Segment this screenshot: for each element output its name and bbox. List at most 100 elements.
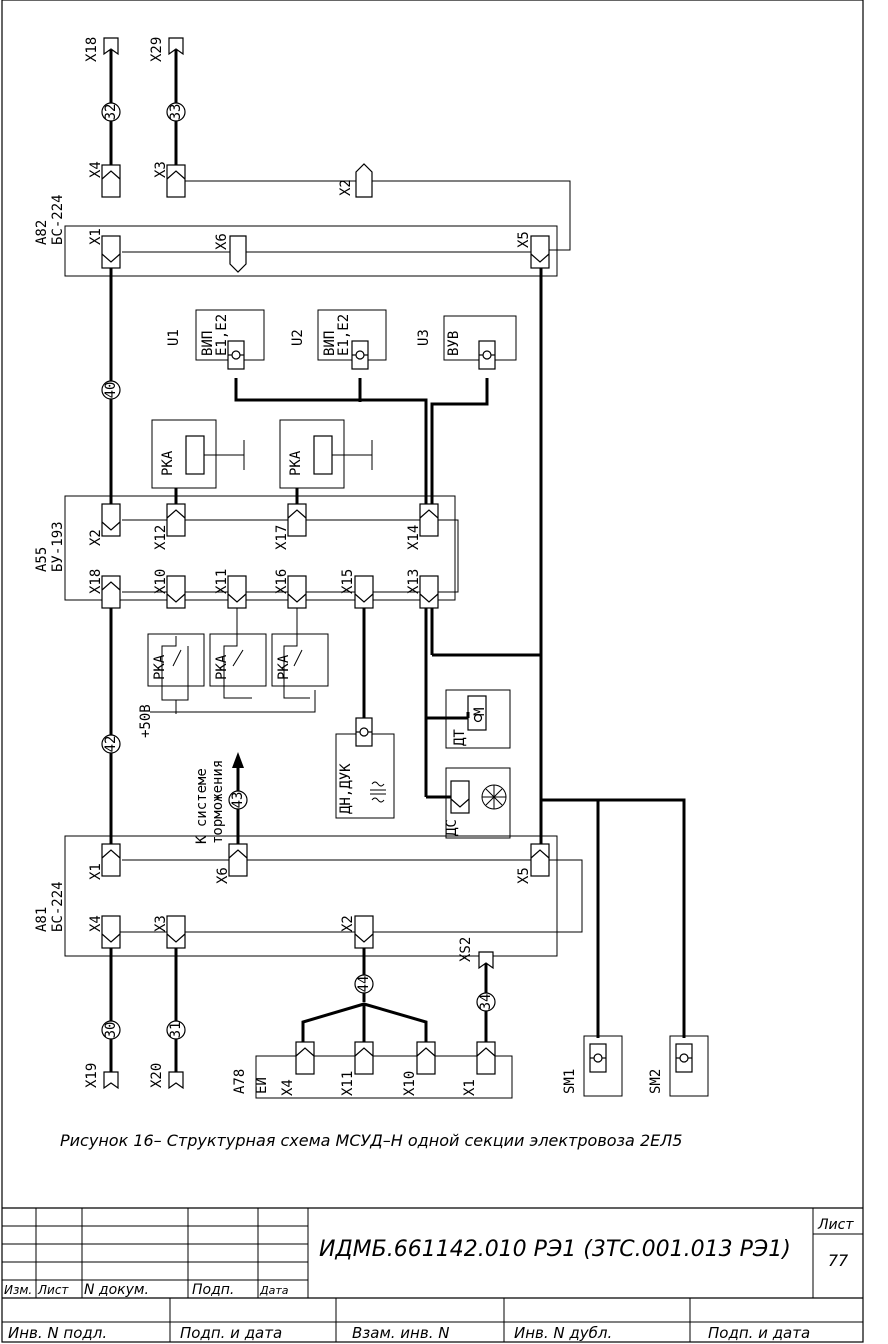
svg-text:X12: X12 xyxy=(153,525,169,550)
svg-text:ВУВ: ВУВ xyxy=(446,331,462,356)
ftr-sign1: Подп. и дата xyxy=(180,1324,282,1342)
svg-text:X18: X18 xyxy=(88,569,104,594)
arrow-head xyxy=(232,752,244,768)
svg-text:ВИП: ВИП xyxy=(322,331,338,356)
svg-text:X16: X16 xyxy=(274,569,290,594)
a81-ref: А81 xyxy=(34,907,50,932)
svg-text:X4: X4 xyxy=(88,915,104,932)
ext-x19: X19 xyxy=(84,1063,100,1088)
svg-text:U3: U3 xyxy=(416,329,432,346)
hdr-list: Лист xyxy=(37,1283,69,1297)
block-a82: А82 БС-224 X1 X4 X3 X2 X6 X5 xyxy=(34,161,558,277)
unit-u3: U3 ВУВ xyxy=(416,315,517,370)
cable-43: 43 xyxy=(230,792,246,809)
svg-text:РКА: РКА xyxy=(152,654,168,680)
svg-text:X15: X15 xyxy=(340,569,356,594)
relay-upper-2: РКА xyxy=(279,419,373,489)
brake-line2: торможения xyxy=(210,760,226,844)
svg-text:РКА: РКА xyxy=(288,450,304,476)
a82-x5: X5 xyxy=(516,231,532,248)
cable-40: 40 xyxy=(103,382,119,399)
svg-text:ДС: ДС xyxy=(444,819,460,836)
hdr-doc: N докум. xyxy=(84,1282,149,1298)
hdr-date: Дата xyxy=(259,1284,289,1297)
relay-lower-2: РКА xyxy=(209,633,267,687)
svg-text:ДН,ДУК: ДН,ДУК xyxy=(338,763,354,814)
svg-text:Е1,Е2: Е1,Е2 xyxy=(214,314,230,356)
title-block xyxy=(2,1207,863,1342)
a55-type: БУ-193 xyxy=(50,521,66,572)
a82-ref: А82 xyxy=(34,220,50,245)
thick-wires xyxy=(109,50,686,1074)
sensor-dn: ДН,ДУК xyxy=(335,717,395,819)
svg-text:X10: X10 xyxy=(153,569,169,594)
sensor-ds: ДС xyxy=(444,767,511,839)
svg-text:X1: X1 xyxy=(88,863,104,880)
sheet-label: Лист xyxy=(817,1217,854,1233)
svg-text:X13: X13 xyxy=(406,569,422,594)
relay-lower-3: РКА xyxy=(271,633,329,687)
hdr-izm: Изм. xyxy=(4,1283,32,1297)
top-cables: X18 X29 32 33 40 42 xyxy=(84,37,186,754)
svg-text:X17: X17 xyxy=(274,525,290,550)
cable-42: 42 xyxy=(103,736,119,753)
svg-text:SM2: SM2 xyxy=(648,1069,664,1094)
sheet-number: 77 xyxy=(828,1251,849,1270)
a82-x2: X2 xyxy=(338,179,354,196)
bottom-cables: 30 31 X19 X20 44 XS2 34 xyxy=(84,937,496,1089)
block-a81: А81 БС-224 X1 X6 X5 X4 X3 X2 xyxy=(34,835,558,957)
svg-text:М: М xyxy=(472,708,488,716)
figure-caption: Рисунок 16– Структурная схема МСУД–Н одн… xyxy=(60,1131,682,1150)
relay-lower-1: РКА xyxy=(147,633,205,687)
a82-x6: X6 xyxy=(214,233,230,250)
svg-text:X11: X11 xyxy=(340,1071,356,1096)
brake-note: К системе торможения 43 xyxy=(194,760,248,844)
supply-50v: +50В xyxy=(138,704,154,738)
svg-text:X2: X2 xyxy=(340,915,356,932)
ftr-inv: Инв. N подл. xyxy=(8,1324,107,1342)
a82-x3: X3 xyxy=(153,161,169,178)
svg-text:U2: U2 xyxy=(290,329,306,346)
unit-u2: U2 ВИП Е1,Е2 xyxy=(290,309,387,370)
svg-text:РКА: РКА xyxy=(214,654,230,680)
svg-text:X1: X1 xyxy=(462,1079,478,1096)
sensor-dt: ДТ М xyxy=(445,689,511,749)
ext-x29: X29 xyxy=(149,37,165,62)
ftr-sign2: Подп. и дата xyxy=(708,1324,810,1342)
svg-text:ДТ: ДТ xyxy=(452,729,468,746)
ext-xs2: XS2 xyxy=(458,937,474,962)
svg-text:X6: X6 xyxy=(215,867,231,884)
cable-31: 31 xyxy=(168,1022,184,1039)
svg-text:X2: X2 xyxy=(88,529,104,546)
svg-text:РКА: РКА xyxy=(276,654,292,680)
svg-text:U1: U1 xyxy=(166,329,182,346)
cable-32: 32 xyxy=(103,104,119,121)
thin-wires xyxy=(120,180,583,933)
block-a78: А78 ЕИ X4 X11 X10 X1 xyxy=(232,1041,513,1099)
a82-x4: X4 xyxy=(88,161,104,178)
svg-text:РКА: РКА xyxy=(160,450,176,476)
a78-ref: А78 xyxy=(232,1069,248,1094)
a82-x1: X1 xyxy=(88,228,104,245)
brake-line1: К системе xyxy=(194,768,210,844)
cable-30: 30 xyxy=(103,1022,119,1039)
ftr-vzam: Взам. инв. N xyxy=(352,1324,449,1342)
cable-34: 34 xyxy=(478,994,494,1011)
svg-text:Е1,Е2: Е1,Е2 xyxy=(336,314,352,356)
relay-upper-1: РКА xyxy=(151,419,245,489)
svg-text:X11: X11 xyxy=(214,569,230,594)
svg-text:ВИП: ВИП xyxy=(200,331,216,356)
cable-44: 44 xyxy=(356,976,372,993)
sensor-sm1: SM1 xyxy=(562,1035,623,1097)
block-a55: А55 БУ-193 X2 X12 X17 X14 X18 X10 X11 X1… xyxy=(34,495,456,609)
doc-code: ИДМБ.661142.010 РЭ1 (3ТС.001.013 РЭ1) xyxy=(319,1237,791,1262)
ext-x20: X20 xyxy=(149,1063,165,1088)
a81-type: БС-224 xyxy=(50,881,66,932)
cable-33: 33 xyxy=(168,104,184,121)
ftr-dubl: Инв. N дубл. xyxy=(514,1324,612,1342)
svg-text:SM1: SM1 xyxy=(562,1069,578,1094)
svg-text:X3: X3 xyxy=(153,915,169,932)
a55-ref: А55 xyxy=(34,547,50,572)
svg-text:X5: X5 xyxy=(516,867,532,884)
